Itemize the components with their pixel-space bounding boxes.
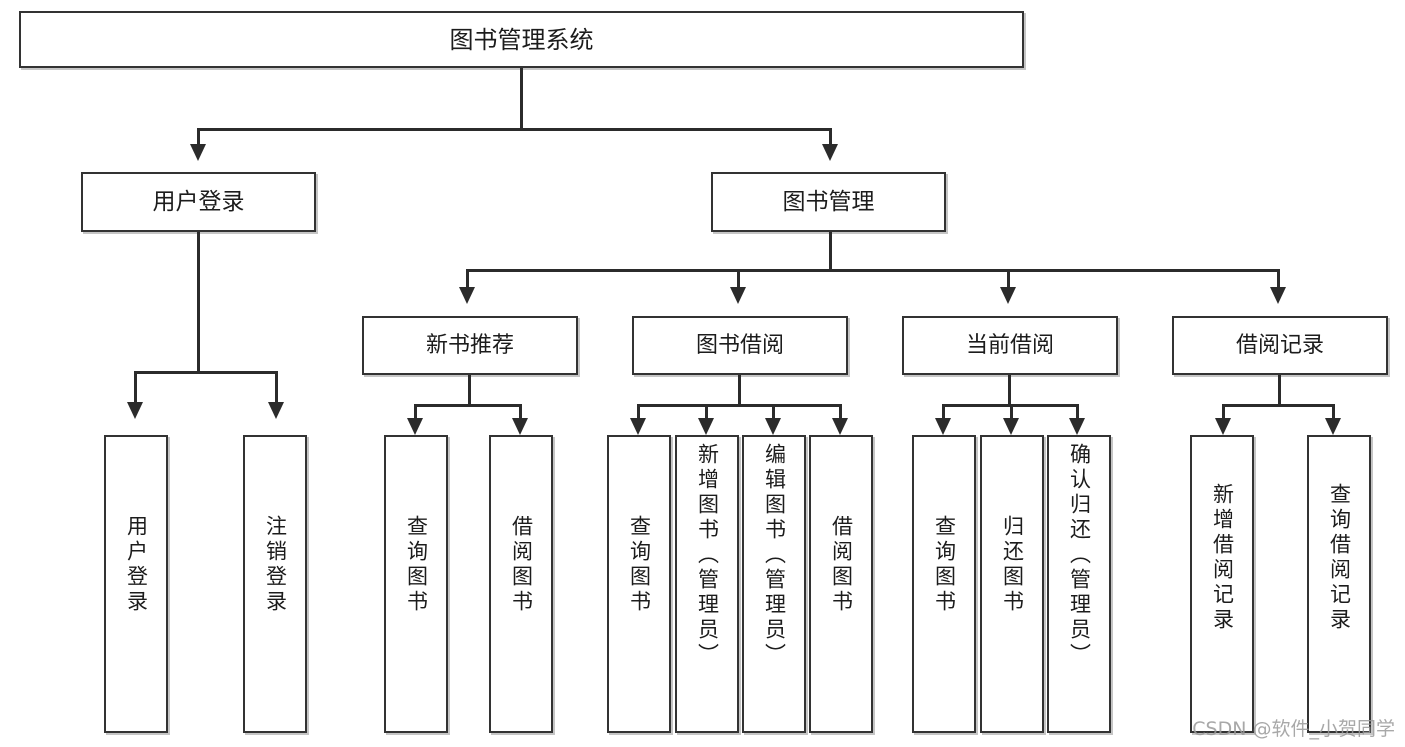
node-current-borrow[interactable]: 当前借阅 xyxy=(902,316,1118,375)
arrow-cb-leaf-1 xyxy=(935,418,951,435)
edge-root-bus xyxy=(197,128,832,131)
node-user-login[interactable]: 用户登录 xyxy=(81,172,316,232)
arrow-br-leaf-1 xyxy=(1215,418,1231,435)
edge-root-to-book-management xyxy=(829,128,832,146)
arrow-nbr-leaf-2 xyxy=(512,418,528,435)
edge-bb-bus xyxy=(637,404,842,407)
leaf-cb-return-book[interactable]: 归还图书 xyxy=(980,435,1044,733)
arrow-cb-leaf-3 xyxy=(1069,418,1085,435)
edge-cb-to-leaf-3 xyxy=(1076,404,1079,420)
leaf-label: 查询图书 xyxy=(932,515,957,615)
node-label: 借阅记录 xyxy=(1235,332,1324,358)
edge-bb-to-leaf-4 xyxy=(839,404,842,420)
arrow-bb-leaf-3 xyxy=(765,418,781,435)
leaf-label: 借阅图书 xyxy=(509,515,534,615)
edge-bb-to-leaf-2 xyxy=(705,404,708,420)
edge-user-login-to-leaf-2 xyxy=(275,371,278,404)
node-root-book-management-system[interactable]: 图书管理系统 xyxy=(19,11,1024,68)
edge-user-login-bus xyxy=(134,371,278,374)
arrow-bm-new-book xyxy=(459,287,475,304)
leaf-nbr-borrow-book[interactable]: 借阅图书 xyxy=(489,435,553,733)
node-label: 用户登录 xyxy=(152,188,245,215)
arrow-nbr-leaf-1 xyxy=(407,418,423,435)
arrow-bm-borrow-record xyxy=(1270,287,1286,304)
node-new-book-recommend[interactable]: 新书推荐 xyxy=(362,316,578,375)
edge-cb-to-leaf-1 xyxy=(942,404,945,420)
edge-br-to-leaf-2 xyxy=(1332,404,1335,420)
node-label: 图书管理系统 xyxy=(449,25,594,54)
node-borrow-record[interactable]: 借阅记录 xyxy=(1172,316,1388,375)
leaf-label: 注销登录 xyxy=(263,515,288,615)
arrow-to-book-management xyxy=(822,144,838,161)
edge-nbr-to-leaf-2 xyxy=(519,404,522,420)
leaf-label: 确认归还（管理员） xyxy=(1067,443,1092,668)
leaf-nbr-query-book[interactable]: 查询图书 xyxy=(384,435,448,733)
edge-user-login-to-leaf-1 xyxy=(134,371,137,404)
leaf-label: 新增图书（管理员） xyxy=(695,443,720,668)
leaf-cb-query-book[interactable]: 查询图书 xyxy=(912,435,976,733)
leaf-label: 归还图书 xyxy=(1000,515,1025,615)
edge-bm-to-borrow-record xyxy=(1277,269,1280,289)
leaf-br-query-record[interactable]: 查询借阅记录 xyxy=(1307,435,1371,733)
node-label: 当前借阅 xyxy=(965,332,1054,358)
node-label: 图书借阅 xyxy=(695,332,784,358)
edge-nbr-stem xyxy=(468,375,471,406)
leaf-label: 借阅图书 xyxy=(829,515,854,615)
leaf-label: 编辑图书（管理员） xyxy=(762,443,787,668)
arrow-cb-leaf-2 xyxy=(1003,418,1019,435)
edge-bb-stem xyxy=(738,375,741,406)
leaf-label: 新增借阅记录 xyxy=(1210,483,1235,633)
edge-bb-to-leaf-1 xyxy=(637,404,640,420)
edge-cb-stem xyxy=(1008,375,1011,406)
arrow-user-login-leaf-1 xyxy=(127,402,143,419)
edge-nbr-bus xyxy=(414,404,522,407)
leaf-user-login-logout[interactable]: 注销登录 xyxy=(243,435,307,733)
edge-br-stem xyxy=(1278,375,1281,406)
leaf-bb-query-book[interactable]: 查询图书 xyxy=(607,435,671,733)
node-label: 图书管理 xyxy=(782,188,875,215)
arrow-to-user-login xyxy=(190,144,206,161)
leaf-bb-borrow-book[interactable]: 借阅图书 xyxy=(809,435,873,733)
leaf-label: 查询图书 xyxy=(404,515,429,615)
node-book-borrow[interactable]: 图书借阅 xyxy=(632,316,848,375)
leaf-bb-add-book-admin[interactable]: 新增图书（管理员） xyxy=(675,435,739,733)
edge-book-management-stem xyxy=(829,232,832,272)
leaf-bb-edit-book-admin[interactable]: 编辑图书（管理员） xyxy=(742,435,806,733)
edge-bm-to-current-borrow xyxy=(1007,269,1010,289)
node-book-management[interactable]: 图书管理 xyxy=(711,172,946,232)
edge-nbr-to-leaf-1 xyxy=(414,404,417,420)
edge-user-login-stem xyxy=(197,232,200,373)
node-label: 新书推荐 xyxy=(425,332,514,358)
edge-bb-to-leaf-3 xyxy=(772,404,775,420)
arrow-bb-leaf-1 xyxy=(630,418,646,435)
edge-root-to-user-login xyxy=(197,128,200,146)
edge-br-to-leaf-1 xyxy=(1222,404,1225,420)
leaf-user-login-login[interactable]: 用户登录 xyxy=(104,435,168,733)
arrow-bm-current-borrow xyxy=(1000,287,1016,304)
arrow-bm-book-borrow xyxy=(730,287,746,304)
edge-br-bus xyxy=(1222,404,1335,407)
leaf-cb-confirm-return-admin[interactable]: 确认归还（管理员） xyxy=(1047,435,1111,733)
arrow-bb-leaf-2 xyxy=(698,418,714,435)
arrow-bb-leaf-4 xyxy=(832,418,848,435)
leaf-label: 查询借阅记录 xyxy=(1327,483,1352,633)
leaf-label: 查询图书 xyxy=(627,515,652,615)
edge-root-stem xyxy=(520,68,523,130)
edge-bm-to-new-book xyxy=(466,269,469,289)
arrow-br-leaf-2 xyxy=(1325,418,1341,435)
leaf-br-add-record[interactable]: 新增借阅记录 xyxy=(1190,435,1254,733)
edge-bm-to-book-borrow xyxy=(737,269,740,289)
edge-book-management-bus xyxy=(466,269,1280,272)
leaf-label: 用户登录 xyxy=(124,515,149,615)
edge-cb-to-leaf-2 xyxy=(1010,404,1013,420)
arrow-user-login-leaf-2 xyxy=(268,402,284,419)
